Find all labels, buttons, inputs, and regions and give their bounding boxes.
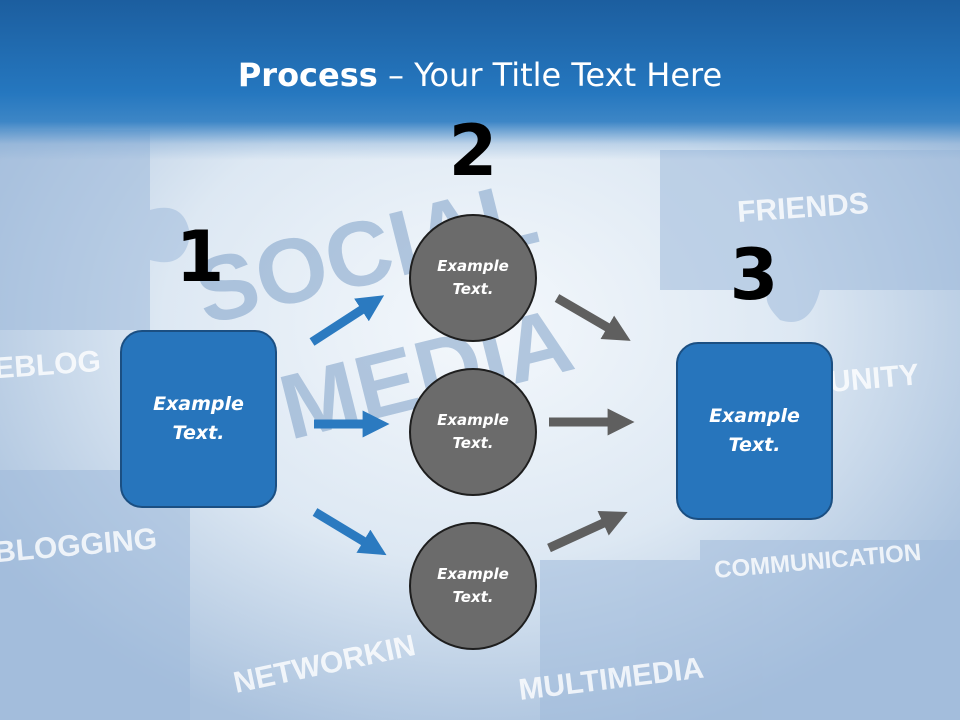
arrow-blue-down — [312, 508, 387, 556]
title-bar — [0, 0, 960, 160]
step-number-3: 3 — [729, 234, 779, 316]
right-box-line1: Example — [709, 405, 800, 427]
circle-bottom-line1: Example — [437, 565, 509, 583]
step-number-2: 2 — [448, 110, 498, 192]
circle-bottom-line2: Text. — [452, 588, 494, 606]
circle-top-line2: Text. — [452, 280, 494, 298]
step-number-1: 1 — [175, 216, 225, 298]
right-box-line2: Text. — [728, 434, 781, 456]
circle-top-line1: Example — [437, 257, 509, 275]
circle-middle-line1: Example — [437, 411, 509, 429]
title-bold: Process — [237, 56, 378, 94]
arrow-gray-down — [554, 294, 631, 341]
arrow-blue-up — [309, 295, 385, 346]
title-rest: – Your Title Text Here — [377, 56, 723, 94]
circle-middle-line2: Text. — [452, 434, 494, 452]
bg-word-eblog: EBLOG — [0, 345, 102, 385]
slide-title: Process – Your Title Text Here — [0, 55, 960, 95]
bg-word-unity: UNITY — [828, 358, 921, 399]
left-box-line1: Example — [153, 393, 244, 415]
left-box-line2: Text. — [172, 422, 225, 444]
arrow-gray-up — [547, 510, 628, 553]
